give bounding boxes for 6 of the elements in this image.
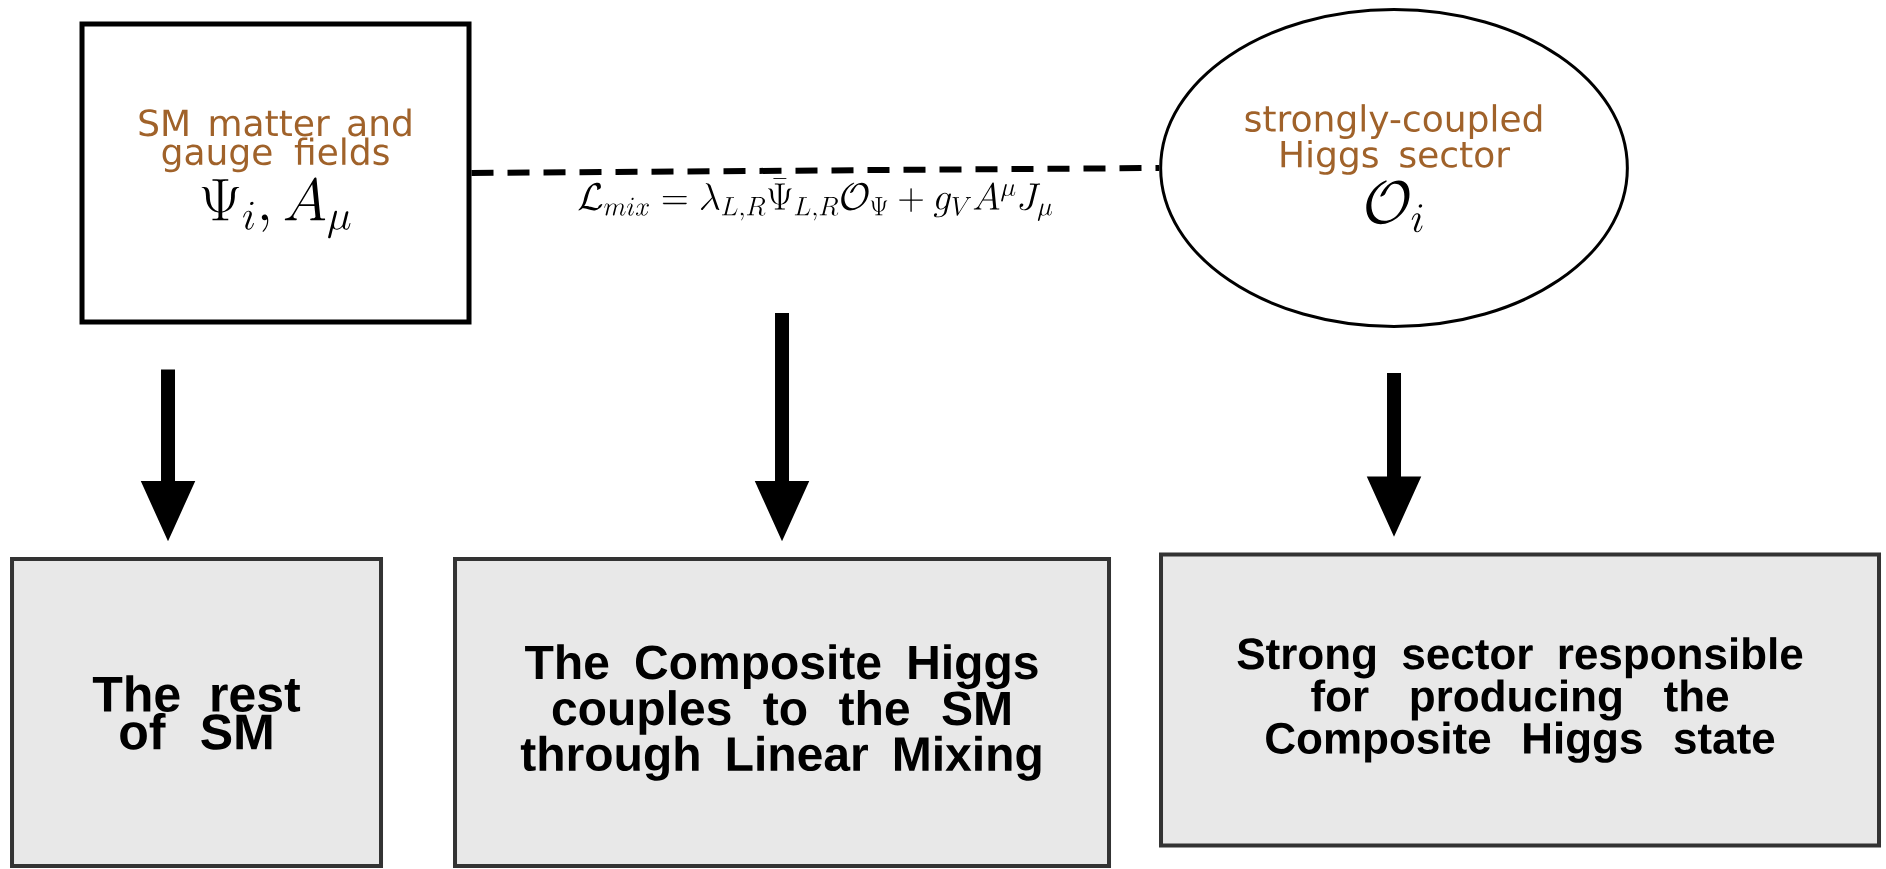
- dashed-line: [471, 165, 1160, 176]
- formula: $\mathcal{L}_{mix} = \lambda_{L,R}\bar{\Psi}_{L,R}\mathcal{O}_{\Psi} + g_V A^{\mu} J_{\mu}$: [578, 178, 1053, 221]
- result-box: Strong sector responsible for producing the Composite Higgs state: [1159, 552, 1881, 848]
- result-box: The Composite Higgs couples to the SM through Linear Mixing: [453, 557, 1111, 868]
- source-box: SM matter and gauge fields $\Psi_i, A_\mu$: [79, 21, 472, 325]
- result-box: The rest of SM: [10, 557, 383, 868]
